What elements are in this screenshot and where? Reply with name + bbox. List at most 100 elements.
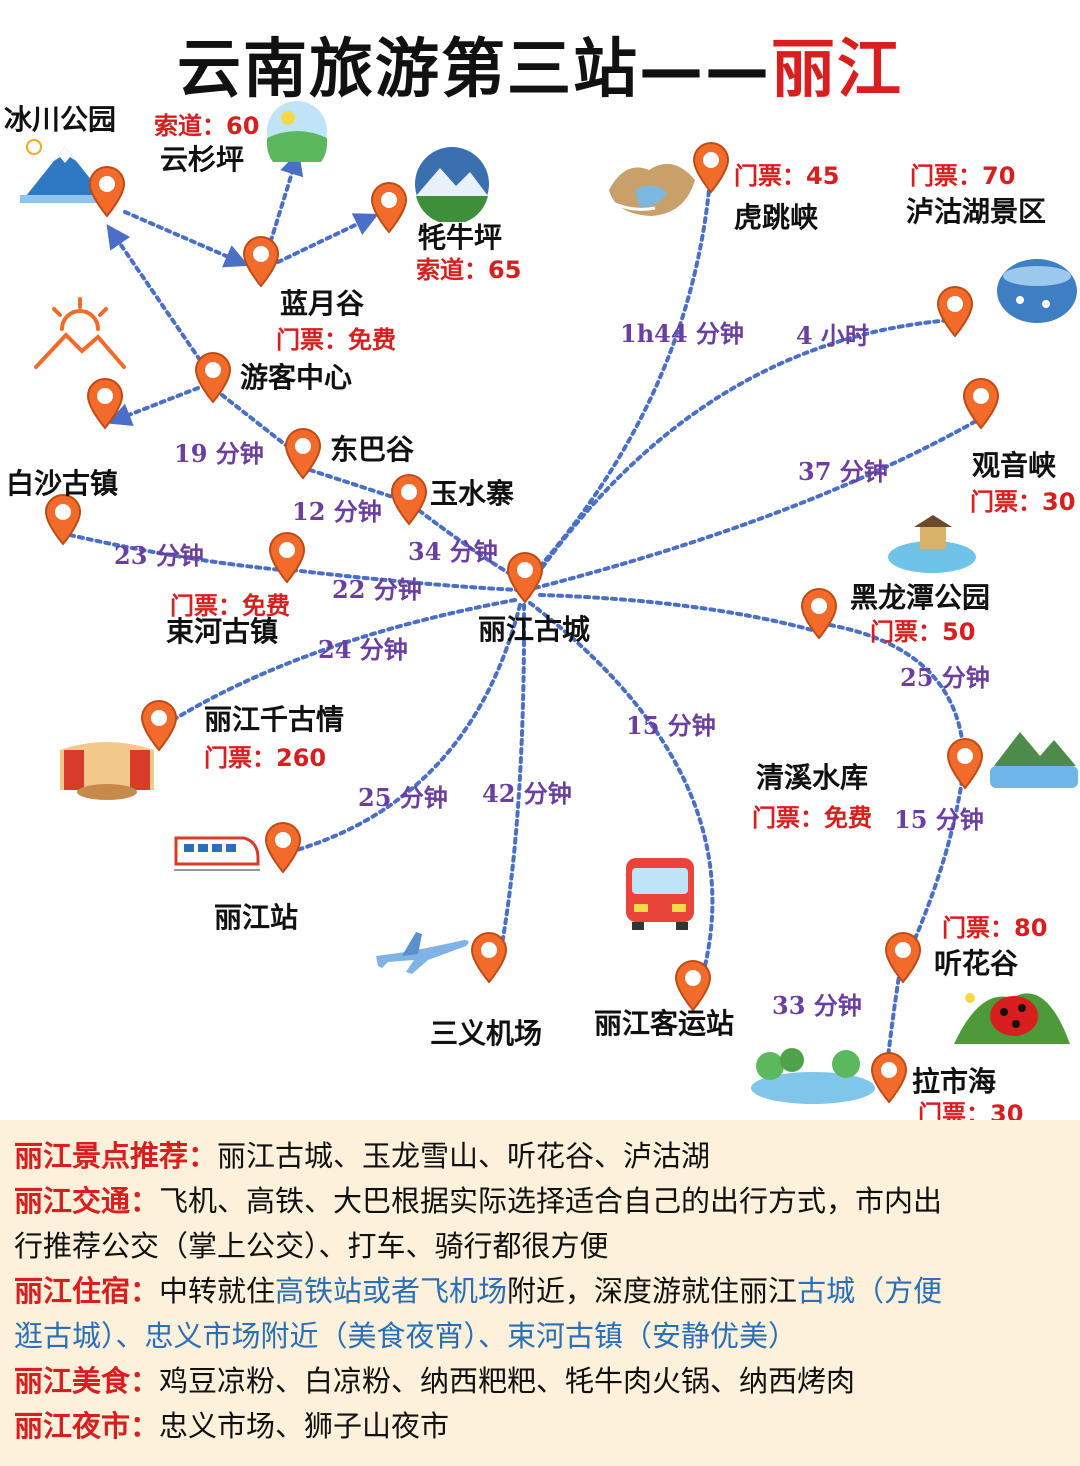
- route-lanyue-yunshan: [266, 150, 304, 252]
- sunrise-mountain-icon: [34, 297, 126, 369]
- pin-bus-station[interactable]: [674, 960, 712, 1012]
- bus-icon: [626, 858, 694, 930]
- pin-heilongtan[interactable]: [800, 588, 838, 640]
- route-dongba-yushui: [308, 468, 404, 502]
- pin-shuhe[interactable]: [268, 532, 306, 584]
- pin-tinghuagu[interactable]: [884, 932, 922, 984]
- pin-maoniuping[interactable]: [370, 182, 408, 234]
- label-baisha: 白沙古镇: [6, 467, 119, 500]
- label-lugu: 泸沽湖景区: [906, 195, 1047, 228]
- label-glacier-park: 冰川公园: [4, 103, 117, 136]
- route-oldtown-tiger: [526, 178, 712, 582]
- page-title: 云南旅游第三站——丽江: [177, 33, 903, 107]
- lake-icon: [997, 259, 1077, 323]
- pin-lanyuegu[interactable]: [242, 236, 280, 288]
- route-visitor-baisha: [107, 386, 200, 426]
- route-oldtown-bus: [528, 601, 715, 987]
- duration-tiger: 1h44 分钟: [620, 319, 744, 348]
- fee-lugu: 门票：70: [910, 162, 1016, 190]
- label-old-town: 丽江古城: [478, 613, 591, 646]
- fee-tiger-leaping: 门票：45: [734, 162, 840, 190]
- pin-guanyin[interactable]: [962, 378, 1000, 430]
- pin-visitor-center[interactable]: [194, 352, 232, 404]
- info-food: 丽江美食：鸡豆凉粉、白凉粉、纳西粑粑、牦牛肉火锅、纳西烤肉: [14, 1364, 856, 1398]
- label-tiger-leaping: 虎跳峡: [734, 201, 819, 234]
- label-qingxi: 清溪水库: [756, 761, 869, 794]
- pin-dongbagu[interactable]: [284, 428, 322, 480]
- duration-shuhe-oldtown: 22 分钟: [332, 575, 422, 604]
- reservoir-icon: [990, 732, 1078, 788]
- route-shuhe-oldtown: [290, 568, 520, 592]
- info-lodging-cont: 逛古城）、忠义市场附近（美食夜宵）、束河古镇（安静优美）: [14, 1319, 798, 1353]
- fee-tinghuagu: 门票：80: [942, 914, 1048, 942]
- label-tinghuagu: 听花谷: [934, 947, 1019, 980]
- label-heilongtan: 黑龙潭公园: [850, 581, 991, 614]
- pin-baisha[interactable]: [44, 494, 82, 546]
- route-oldtown-airport: [498, 603, 527, 957]
- label-yunshanping: 云杉坪: [160, 143, 245, 176]
- theater-stage-icon: [60, 742, 154, 800]
- pin-glacier-park[interactable]: [88, 166, 126, 218]
- duration-heilong-qingxi: 25 分钟: [900, 663, 990, 692]
- pin-lugu-lake[interactable]: [936, 286, 974, 338]
- duration-yushui-oldtown: 34 分钟: [408, 537, 498, 566]
- route-visitor-dongba: [220, 393, 294, 452]
- duration-lugu: 4 小时: [796, 321, 870, 350]
- fee-lanyuegu: 门票：免费: [276, 326, 396, 354]
- fee-heilongtan: 门票：50: [870, 618, 976, 646]
- route-heilong-qingxi: [828, 623, 966, 762]
- label-airport: 三义机场: [430, 1017, 543, 1050]
- duration-baisha-shuhe: 23 分钟: [114, 541, 204, 570]
- duration-station: 25 分钟: [358, 783, 448, 812]
- label-bus-station: 丽江客运站: [594, 1007, 735, 1040]
- yak-meadow-icon: [415, 147, 489, 222]
- label-guanyin: 观音峡: [972, 449, 1057, 482]
- fee-shuhe: 门票：免费: [170, 592, 290, 620]
- label-dongbagu: 东巴谷: [330, 433, 415, 466]
- route-oldtown-lugu: [530, 318, 954, 584]
- label-lashihai: 拉市海: [912, 1065, 997, 1098]
- info-night-market: 丽江夜市：忠义市场、狮子山夜市: [14, 1409, 450, 1443]
- route-oldtown-qiangu: [163, 598, 517, 727]
- duration-qingxi-tinghua: 15 分钟: [894, 805, 984, 834]
- pin-yushuizhai[interactable]: [390, 474, 428, 526]
- label-station: 丽江站: [214, 901, 299, 934]
- info-attractions: 丽江景点推荐：丽江古城、玉龙雪山、听花谷、泸沽湖: [14, 1139, 711, 1173]
- fee-guanyin: 门票：30: [970, 488, 1076, 516]
- pin-old-town[interactable]: [506, 552, 544, 604]
- pin-qiangu[interactable]: [140, 700, 178, 752]
- label-maoniuping: 牦牛坪: [418, 221, 503, 254]
- pavilion-icon: [888, 515, 976, 573]
- duration-lashihai: 33 分钟: [772, 991, 862, 1020]
- route-visitor-glacier: [106, 224, 202, 362]
- duration-bus: 15 分钟: [626, 711, 716, 740]
- fee-maoniuping: 索道：65: [416, 256, 522, 284]
- pin-airport[interactable]: [470, 932, 508, 984]
- pin-station[interactable]: [264, 822, 302, 874]
- fee-yunshanping: 索道：60: [154, 112, 260, 140]
- wetland-icon: [751, 1048, 875, 1104]
- label-yushuizhai: 玉水寨: [430, 477, 515, 510]
- pin-qingxi[interactable]: [946, 738, 984, 790]
- info-panel: 丽江景点推荐：丽江古城、玉龙雪山、听花谷、泸沽湖 丽江交通：飞机、高铁、大巴根据…: [0, 1120, 1080, 1466]
- pin-baisha-north[interactable]: [86, 378, 124, 430]
- route-qingxi-tinghua: [906, 778, 964, 957]
- info-transport-cont: 行推荐公交（掌上公交）、打车、骑行都很方便: [14, 1229, 609, 1263]
- airplane-icon: [376, 932, 469, 974]
- duration-guanyin: 37 分钟: [798, 457, 888, 486]
- train-icon: [174, 836, 260, 871]
- route-baisha-shuhe: [68, 533, 284, 572]
- fee-qingxi: 门票：免费: [752, 804, 872, 832]
- label-visitor-center: 游客中心: [240, 361, 353, 394]
- pin-tiger-leaping[interactable]: [692, 142, 730, 194]
- pin-lashihai[interactable]: [870, 1052, 908, 1104]
- duration-qiangu: 24 分钟: [318, 635, 408, 664]
- gorge-icon: [609, 163, 695, 216]
- route-oldtown-guanyin: [533, 418, 980, 590]
- meadow-icon: [267, 101, 327, 162]
- route-lanyue-maoniu: [276, 213, 379, 264]
- info-lodging: 丽江住宿：中转就住高铁站或者飞机场附近，深度游就住丽江古城（方便: [14, 1274, 943, 1308]
- label-shuhe: 束河古镇: [166, 615, 279, 648]
- mountain-icon: [20, 139, 110, 203]
- duration-dongba-yushui: 12 分钟: [292, 497, 382, 526]
